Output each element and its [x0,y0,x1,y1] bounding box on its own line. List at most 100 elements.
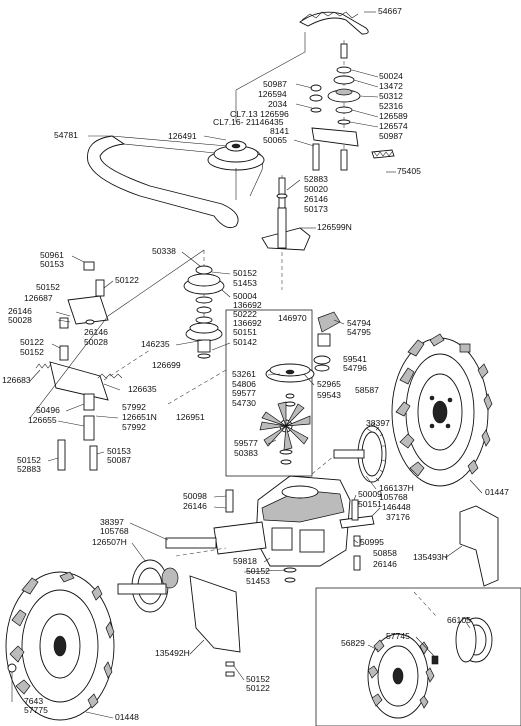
part-label: 38397 [100,517,124,527]
part-label: 57992 [122,422,146,432]
part-label: 01447 [485,487,509,497]
part-label: 8141 [270,126,289,136]
part-label: 54806 [232,379,256,389]
part-label: 26146 [84,327,108,337]
tire-right-01447 [391,333,493,487]
part-label: 51453 [233,278,257,288]
part-label: 50987 [263,79,287,89]
part-label: 50151 [233,327,257,337]
part-label: 57992 [122,402,146,412]
part-label: 50153 [40,259,64,269]
part-label: 7643 [24,696,43,706]
part-label: 50151 [358,499,382,509]
part-label: 66105 [447,615,471,625]
part-label: 59818 [233,556,257,566]
clutch-pulley-stack [183,250,225,360]
part-label: 13472 [379,81,403,91]
part-label: 50152 [20,347,44,357]
part-label: 38397 [366,418,390,428]
part-label: 50383 [234,448,258,458]
part-label: 50312 [379,91,403,101]
part-label: 50009 [358,489,382,499]
part-label: 146970 [278,313,307,323]
pulley-126491 [207,140,265,200]
part-label: 54794 [347,318,371,328]
part-label: 50028 [8,315,32,325]
part-label: 146448 [382,502,411,512]
part-label: 50098 [183,491,207,501]
part-label: 105768 [379,492,408,502]
part-label: 50173 [304,204,328,214]
part-label: 52316 [379,101,403,111]
part-label: 50152 [36,282,60,292]
part-label: 57775 [24,705,48,715]
part-label: 126951 [176,412,205,422]
part-label: 52883 [304,174,328,184]
sprocket-left [117,559,179,613]
part-label: 50020 [304,184,328,194]
part-label: 50122 [20,337,44,347]
guard-135493H [459,505,499,587]
part-label: 126699 [152,360,181,370]
part-label: 126507H [92,537,127,547]
part-label: 51453 [246,576,270,586]
part-label: 75405 [397,166,421,176]
lever-bracket-assembly [35,261,151,471]
part-label: 54781 [54,130,78,140]
part-label: 135493H [413,552,448,562]
part-label: 126651N [122,412,157,422]
part-label: 59577 [234,438,258,448]
part-label: 50024 [379,71,403,81]
part-label: 50087 [107,455,131,465]
part-label: 135492H [155,648,190,658]
part-label: 26146 [8,306,32,316]
part-label: 53261 [232,369,256,379]
part-label: 136692 [233,300,262,310]
part-label: 59541 [343,354,367,364]
part-label: 126574 [379,121,408,131]
part-label: 50152 [17,455,41,465]
top-drive-belt [299,11,369,35]
part-label: 59543 [317,390,341,400]
part-label: 26146 [183,501,207,511]
part-label: 50961 [40,250,64,260]
part-label: 52965 [317,379,341,389]
part-label: 54667 [378,6,402,16]
sprocket-right [333,422,387,483]
assembly-lines [29,32,437,617]
part-label: 126589 [379,111,408,121]
part-label: 50995 [360,537,384,547]
part-label: 126655 [28,415,57,425]
part-label: 52883 [17,464,41,474]
inset-wheel-box [315,587,521,726]
part-label: 146235 [141,339,170,349]
part-label: 166137H [379,483,414,493]
transaxle-housing [165,475,375,583]
leader-lines [11,11,483,719]
part-label: 54795 [347,327,371,337]
part-label: 50152 [246,566,270,576]
part-label: 59577 [232,388,256,398]
part-label: 50153 [107,446,131,456]
part-label: 56829 [341,638,365,648]
part-label: 26146 [304,194,328,204]
idler-stack [309,40,395,171]
part-label: 26146 [373,559,397,569]
part-label: 126491 [168,131,197,141]
part-label: 2034 [268,99,287,109]
part-label: 50028 [84,337,108,347]
part-label: 136692 [233,318,262,328]
part-labels: 54667 50024 13472 50312 52316 126589 126… [2,6,509,722]
cooling-fan [259,401,311,451]
part-label: 50496 [36,405,60,415]
part-label: 37176 [386,512,410,522]
part-label: 01448 [115,712,139,722]
fan-hub-box [225,309,341,477]
part-label: 50065 [263,135,287,145]
part-label: 54796 [343,363,367,373]
tire-left-01448 [5,571,115,721]
part-label: 126594 [258,89,287,99]
part-label: 50142 [233,337,257,347]
part-label: 105768 [100,526,129,536]
part-label: 57745 [386,631,410,641]
